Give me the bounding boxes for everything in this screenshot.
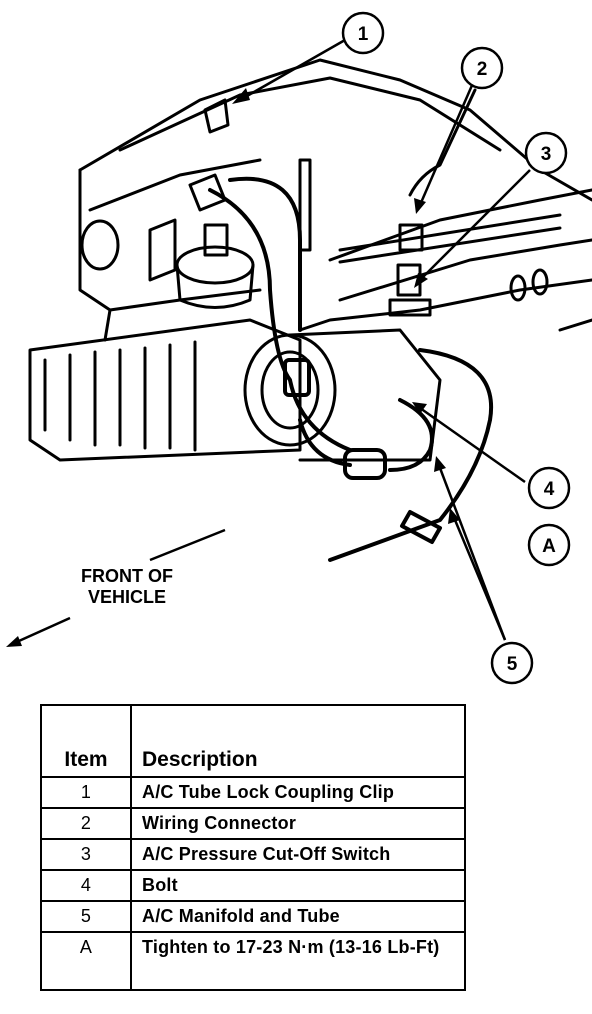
- front-label-line1: FRONT OF: [81, 566, 173, 586]
- callout-a: A: [527, 523, 571, 567]
- callout-2-label: 2: [477, 59, 488, 80]
- front-label-line2: VEHICLE: [87, 587, 166, 607]
- legend-description-cell: A/C Manifold and Tube: [130, 900, 466, 933]
- callout-1-label: 1: [358, 24, 369, 45]
- legend-header-item: Item: [40, 704, 132, 778]
- callout-3: 3: [524, 131, 568, 175]
- pressure-switch: [298, 88, 562, 317]
- callout-5: 5: [490, 641, 534, 685]
- compressor: [243, 328, 442, 462]
- legend-description-cell: A/C Pressure Cut-Off Switch: [130, 838, 466, 871]
- legend-table: Item Description 1 A/C Tube Lock Couplin…: [40, 704, 466, 991]
- callout-4-label: 4: [544, 479, 555, 500]
- legend-description-cell: Bolt: [130, 869, 466, 902]
- ac-manifold-diagram: 1 2 3 4 A 5: [6, 11, 592, 685]
- legend-description-cell: Wiring Connector: [130, 807, 466, 840]
- coupling-clip: [203, 98, 230, 134]
- legend-item-cell: 5: [40, 900, 132, 933]
- legend-item-cell: 2: [40, 807, 132, 840]
- legend-row: 2 Wiring Connector: [40, 807, 466, 840]
- legend-item-cell: A: [40, 931, 132, 991]
- legend-row: 4 Bolt: [40, 869, 466, 902]
- legend-item-cell: 4: [40, 869, 132, 902]
- legend-item-cell: 3: [40, 838, 132, 871]
- legend-header-row: Item Description: [40, 704, 466, 778]
- ac-tubes: [208, 176, 494, 562]
- leader-lines: [9, 38, 531, 647]
- engine-block: [78, 58, 592, 342]
- radiator-grille: [28, 318, 302, 462]
- callout-a-label: A: [542, 536, 556, 557]
- callout-5-label: 5: [507, 654, 518, 675]
- legend-row: 1 A/C Tube Lock Coupling Clip: [40, 776, 466, 809]
- legend-row: A Tighten to 17-23 N·m (13-16 Lb-Ft): [40, 931, 466, 991]
- legend-row: 3 A/C Pressure Cut-Off Switch: [40, 838, 466, 871]
- legend-item-cell: 1: [40, 776, 132, 809]
- front-of-vehicle-label: FRONT OF VEHICLE: [52, 566, 202, 608]
- leader-arrowheads: [6, 88, 460, 647]
- callout-2: 2: [460, 46, 504, 90]
- legend-header-description: Description: [130, 704, 466, 778]
- legend-row: 5 A/C Manifold and Tube: [40, 900, 466, 933]
- callout-4: 4: [527, 466, 571, 510]
- legend-description-cell: A/C Tube Lock Coupling Clip: [130, 776, 466, 809]
- callout-3-label: 3: [541, 144, 552, 165]
- legend-description-cell: Tighten to 17-23 N·m (13-16 Lb-Ft): [130, 931, 466, 991]
- callout-1: 1: [341, 11, 385, 55]
